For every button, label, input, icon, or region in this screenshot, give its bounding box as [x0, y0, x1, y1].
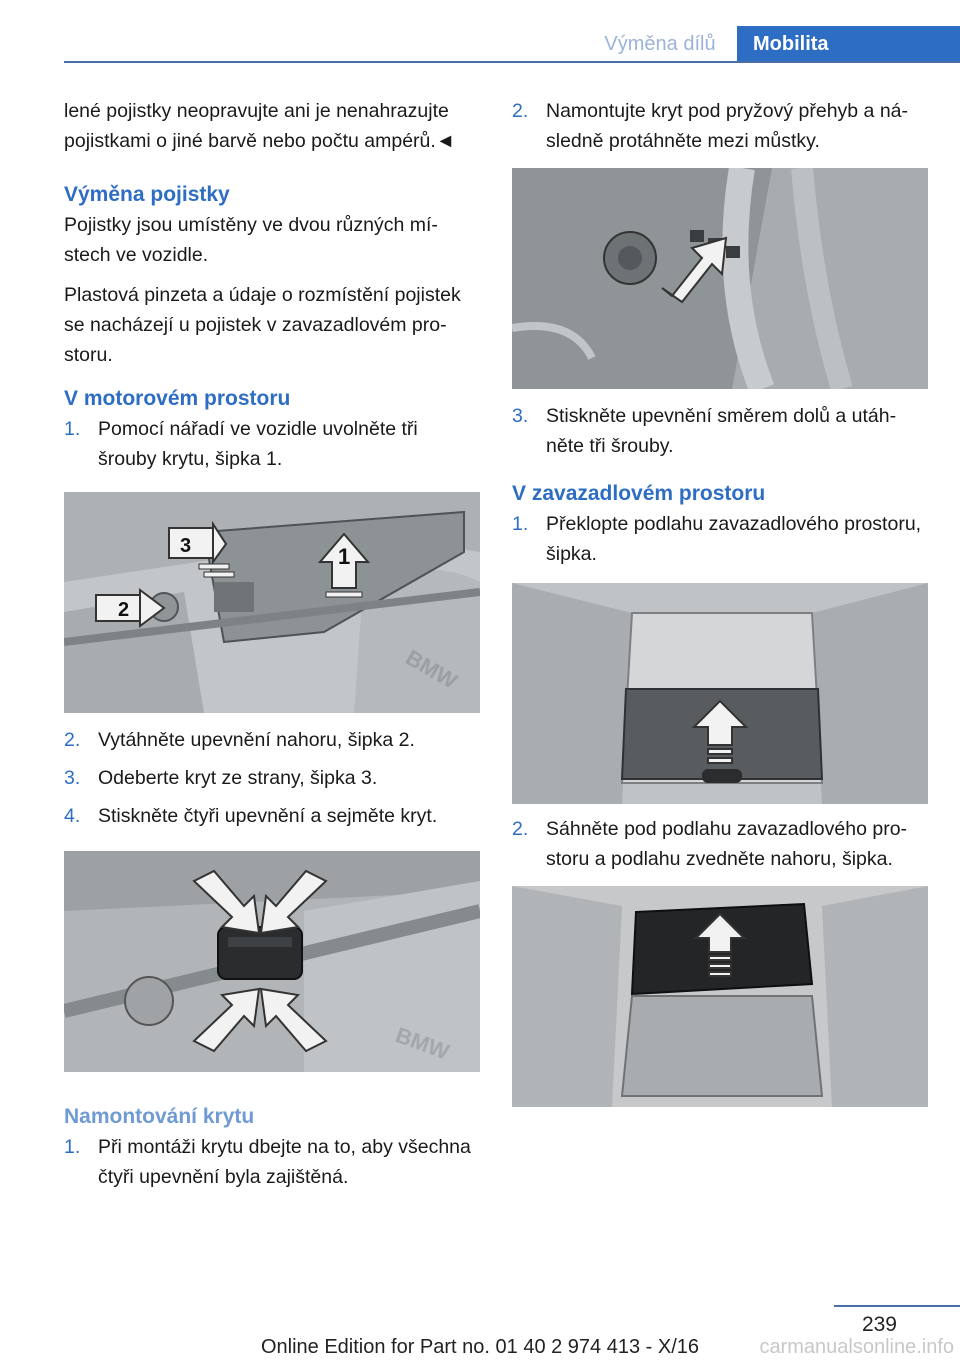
header-section-title: Výměna dílů: [604, 33, 716, 55]
tweezers-paragraph: Plastová pinzeta a údaje o rozmístění po…: [64, 284, 461, 366]
heading-cover-installation: Namontování krytu: [64, 1105, 255, 1128]
footer-edition: Online Edition for Part no. 01 40 2 974 …: [260, 1336, 700, 1358]
list-item: 3.Odeberte kryt ze strany, šipka 3.: [64, 767, 378, 789]
arrow-press-bottom-left-icon: [192, 987, 261, 1053]
arrow-press-bottom-right-icon: [259, 987, 328, 1053]
list-item: 1.Při montáži krytu dbejte na to, aby vš…: [64, 1136, 471, 1188]
intro-paragraph: lené pojistky neopravujte ani je nenahra…: [64, 100, 456, 152]
steps-mount: 1.Při montáži krytu dbejte na to, aby vš…: [64, 1132, 480, 1192]
label-1: 1: [338, 544, 350, 569]
label-2: 2: [118, 599, 129, 621]
heading-fuse-replacement: Výměna pojistky: [64, 183, 230, 206]
heading-luggage-compartment: V zavazadlovém prostoru: [512, 482, 766, 505]
engine-cover-screws-illustration: BMW 1 2 3: [64, 492, 480, 713]
page-number: 239: [861, 1313, 897, 1336]
left-column: lené pojistky neopravujte ani je nenahra…: [64, 96, 480, 1200]
arrow-up-icon: [691, 699, 749, 764]
arrow-1-icon: [317, 532, 371, 598]
watermark: carmanualsonline.info: [759, 1336, 954, 1358]
steps-trunk-a: 1.Překlopte podlahu zavazadlového prosto…: [512, 509, 928, 569]
list-item: 1.Překlopte podlahu zavazadlového prosto…: [512, 513, 922, 565]
label-3: 3: [180, 535, 191, 557]
arrow-lift-icon: [693, 912, 747, 977]
list-item: 2.Vytáhněte upevnění nahoru, šipka 2.: [64, 729, 415, 751]
arrow-3-icon: [168, 520, 235, 578]
arrow-insert-icon: [661, 236, 728, 304]
arrow-press-top-left-icon: [192, 869, 261, 935]
cover-latches-illustration: BMW: [64, 851, 480, 1072]
steps-tighten: 3.Stiskněte upevnění směrem dolů a utáh-…: [512, 401, 928, 461]
list-item: 3.Stiskněte upevnění směrem dolů a utáh-…: [512, 405, 897, 457]
footer-rule: [834, 1305, 960, 1307]
arrow-2-icon: [95, 588, 166, 628]
list-item: 2.Namontujte kryt pod pryžový přehyb a n…: [512, 100, 909, 152]
steps-trunk-b: 2.Sáhněte pod podlahu zavazadlového pro-…: [512, 814, 928, 874]
list-item: 4.Stiskněte čtyři upevnění a sejměte kry…: [64, 805, 438, 827]
header-chapter-tab: Mobilita: [737, 26, 960, 62]
heading-engine-compartment: V motorovém prostoru: [64, 387, 291, 410]
steps-engine-b: 2.Vytáhněte upevnění nahoru, šipka 2. 3.…: [64, 725, 480, 831]
fuse-location-paragraph: Pojistky jsou umístěny ve dvou různých m…: [64, 214, 438, 266]
header-rule: [64, 61, 960, 63]
list-item: 1.Pomocí nářadí ve vozidle uvolněte tři …: [64, 418, 418, 470]
steps-mount-continued: 2.Namontujte kryt pod pryžový přehyb a n…: [512, 96, 928, 156]
cover-rubber-seal-illustration: [512, 168, 928, 389]
trunk-floor-flip-illustration: [512, 583, 928, 804]
steps-engine-a: 1.Pomocí nářadí ve vozidle uvolněte tři …: [64, 414, 480, 474]
arrow-press-top-right-icon: [259, 869, 328, 935]
trunk-floor-lift-illustration: [512, 886, 928, 1107]
list-item: 2.Sáhněte pod podlahu zavazadlového pro-…: [512, 818, 908, 870]
right-column: 2.Namontujte kryt pod pryžový přehyb a n…: [512, 96, 928, 1107]
